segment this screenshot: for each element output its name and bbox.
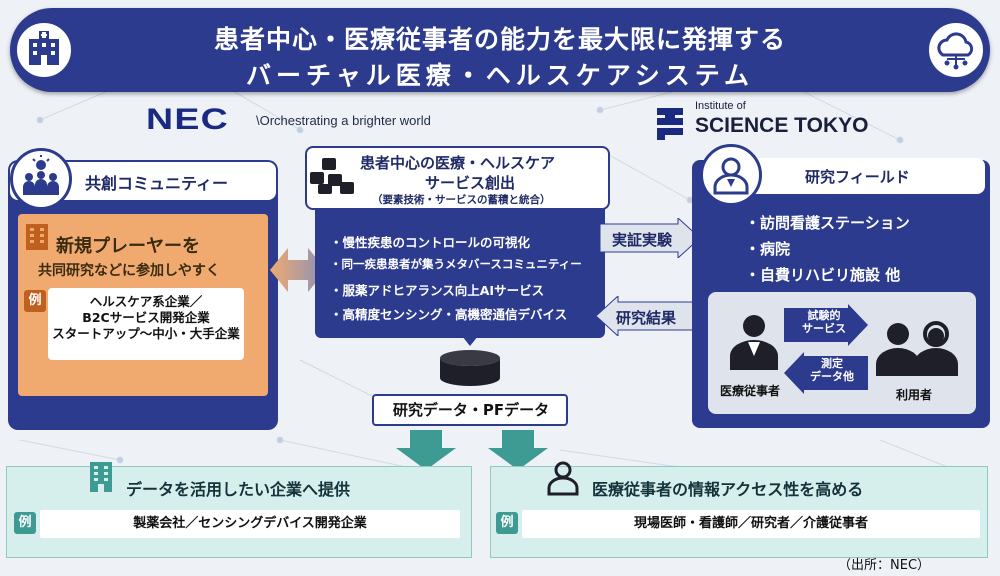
building-icon — [26, 224, 48, 250]
measurement-data-label: 測定 データ他 — [810, 357, 854, 383]
data-provision-example: 製薬会社／センシングデバイス開発企業 — [133, 516, 367, 531]
example-badge: 例 — [24, 290, 46, 312]
trial-service-label: 試験的 サービス — [802, 309, 846, 335]
service-item-1: ・慢性疾患のコントロールの可視化 — [330, 235, 531, 250]
service-creation-heading-box — [305, 146, 610, 210]
users-icon — [876, 321, 958, 376]
science-tokyo-mark-icon — [657, 108, 683, 140]
left-example-3: スタートアップ～中小・大手企業 — [52, 326, 240, 341]
info-access-title: 医療従事者の情報アクセス性を高める — [592, 480, 864, 499]
down-arrow-left — [396, 430, 456, 470]
source-credit: （出所：NEC） — [838, 558, 931, 573]
data-provision-title: データを活用したい企業へ提供 — [126, 480, 351, 499]
trial-service-arrow — [784, 304, 868, 346]
data-provision-example-box: 製薬会社／センシングデバイス開発企業 — [40, 510, 460, 538]
co-creation-heading: 共創コミュニティー — [85, 174, 229, 193]
two-way-arrow-icon — [270, 248, 326, 292]
service-item-4: ・高精度センシング・高機密通信デバイス — [330, 307, 568, 322]
service-creation-heading-1: 患者中心の医療・ヘルスケア — [360, 154, 556, 172]
research-field-heading: 研究フィールド — [805, 168, 910, 186]
left-arrow — [596, 296, 696, 336]
right-arrow — [600, 218, 700, 258]
medical-staff-label: 医療従事者 — [720, 384, 781, 398]
person-icon — [547, 461, 579, 496]
research-result-label: 研究結果 — [616, 309, 677, 327]
info-access-example-box: 現場医師・看護師／研究者／介護従事者 — [522, 510, 980, 538]
left-example-box: ヘルスケア系企業／ B2Cサービス開発企業 スタートアップ～中小・大手企業 — [48, 288, 244, 360]
left-example-1: ヘルスケア系企業／ — [89, 294, 203, 309]
example-badge: 例 — [496, 512, 518, 534]
new-player-subtitle: 共同研究などに参加しやすく — [38, 263, 220, 279]
field-item-1: ・訪問看護ステーション — [745, 214, 910, 232]
field-trial-label: 実証実験 — [612, 231, 673, 249]
service-item-3: ・服薬アドヒアランス向上AIサービス — [330, 283, 545, 298]
info-access-example: 現場医師・看護師／研究者／介護従事者 — [633, 516, 868, 531]
nec-logo: NEC — [146, 103, 229, 136]
left-example-2: B2Cサービス開発企業 — [82, 310, 210, 325]
nec-tagline: \Orchestrating a brighter world — [256, 113, 431, 128]
measurement-data-arrow — [784, 352, 868, 394]
research-data-label: 研究データ・PFデータ — [392, 401, 550, 419]
cubes-icon — [310, 158, 354, 194]
field-item-2: ・病院 — [745, 240, 791, 258]
example-badge: 例 — [14, 512, 36, 534]
medical-staff-icon — [730, 315, 778, 370]
cloud-network-icon — [926, 20, 986, 80]
institute-of-label: Institute of — [695, 100, 746, 112]
hospital-icon — [14, 20, 74, 80]
database-icon — [440, 336, 500, 386]
user-label: 利用者 — [896, 388, 933, 402]
science-tokyo-label: SCIENCE TOKYO — [695, 114, 869, 137]
service-item-2: ・同一疾患患者が集うメタバースコミュニティー — [330, 257, 582, 271]
community-icon — [10, 148, 72, 210]
down-arrow-right — [488, 430, 548, 470]
title-line-1: 患者中心・医療従事者の能力を最大限に発揮する — [213, 25, 786, 54]
service-creation-heading-2: サービス創出 — [425, 174, 516, 192]
field-item-3: ・自費リハビリ施設 他 — [745, 266, 901, 284]
new-player-title: 新規プレーヤーを — [56, 236, 200, 257]
research-data-box — [372, 394, 568, 426]
title-banner: 患者中心・医療従事者の能力を最大限に発揮する バーチャル医療・ヘルスケアシステム — [10, 8, 990, 92]
title-line-2: バーチャル医療・ヘルスケアシステム — [245, 61, 754, 90]
building-icon — [90, 462, 112, 492]
service-creation-note: （要素技術・サービスの蓄積と統合） — [372, 194, 551, 206]
researcher-icon — [700, 144, 762, 206]
